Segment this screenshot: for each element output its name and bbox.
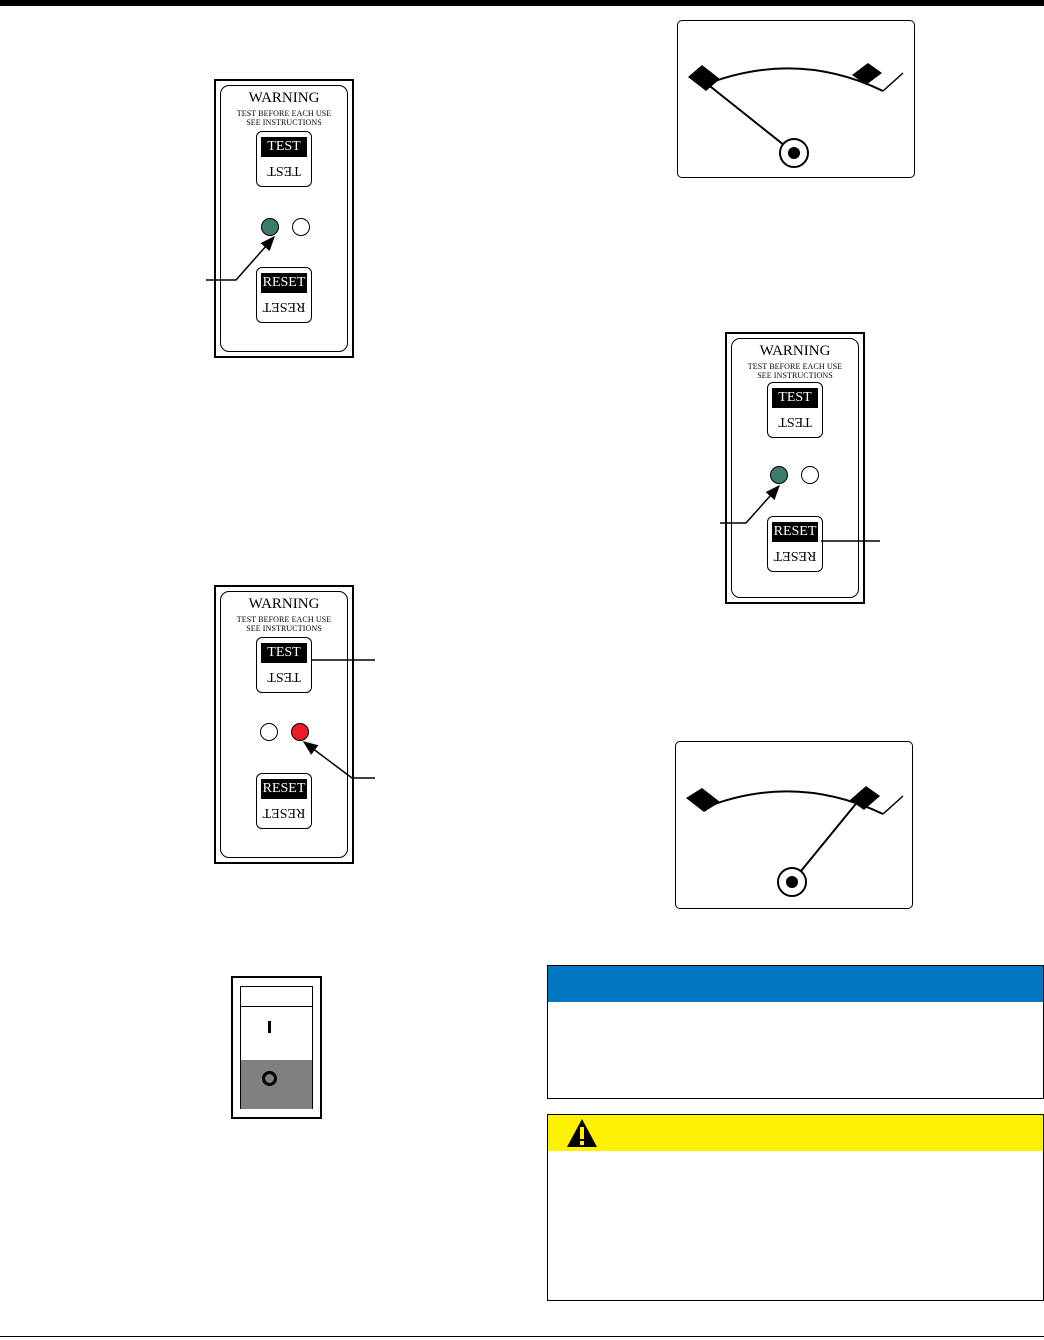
top-rule <box>0 0 1044 6</box>
notice-header-bar <box>548 966 1043 1002</box>
switch-body <box>240 986 313 1109</box>
reset-button[interactable]: RESET RESET <box>256 267 312 323</box>
on-symbol <box>268 1021 271 1033</box>
high-end-marker <box>850 786 880 810</box>
reset-button[interactable]: RESET RESET <box>767 516 823 572</box>
meter-gauge-high <box>675 741 913 909</box>
warning-triangle-icon <box>567 1119 597 1147</box>
warning-title: WARNING <box>759 343 831 359</box>
high-end-marker <box>852 63 882 85</box>
panel-border <box>220 85 348 352</box>
test-button[interactable]: TEST TEST <box>256 131 312 187</box>
low-end-marker <box>688 65 720 91</box>
gauge-needle <box>705 82 795 154</box>
switch-on-side[interactable] <box>241 1007 312 1060</box>
meter-gauge-low <box>677 20 915 178</box>
low-end-marker <box>686 788 720 812</box>
test-label: TEST <box>261 643 307 663</box>
needle-pivot <box>788 147 800 159</box>
red-led-off <box>801 466 819 484</box>
reset-label: RESET <box>261 779 307 799</box>
gfci-panel-green-right: WARNING TEST BEFORE EACH USE SEE INSTRUC… <box>725 332 865 604</box>
warning-line-2: SEE INSTRUCTIONS <box>246 118 322 127</box>
notice-box <box>547 965 1044 1099</box>
callout-red-led <box>302 741 375 779</box>
reset-button[interactable]: RESET RESET <box>256 773 312 829</box>
gauge-needle <box>791 799 860 883</box>
green-led-off <box>260 723 278 741</box>
bottom-rule <box>0 1336 1044 1337</box>
test-button[interactable]: TEST TEST <box>256 637 312 693</box>
off-symbol <box>262 1071 277 1086</box>
switch-top-strip <box>241 987 312 1007</box>
gauge-dial <box>688 63 904 168</box>
red-led-off <box>292 218 310 236</box>
test-button[interactable]: TEST TEST <box>767 382 823 438</box>
red-led <box>291 723 309 741</box>
warning-title: WARNING <box>248 90 320 106</box>
caution-header-bar <box>548 1115 1043 1151</box>
callout-green-led-right <box>720 484 780 524</box>
rocker-switch[interactable] <box>231 976 322 1119</box>
warning-line-1: TEST BEFORE EACH USE <box>236 615 332 624</box>
gfci-panel-green-left: WARNING TEST BEFORE EACH USE SEE INSTRUC… <box>214 79 354 358</box>
needle-pivot <box>786 876 798 888</box>
caution-box <box>547 1114 1044 1301</box>
gauge-dial <box>686 786 904 897</box>
green-led <box>261 218 279 236</box>
switch-off-side[interactable] <box>241 1060 312 1109</box>
warning-line-1: TEST BEFORE EACH USE <box>747 362 843 371</box>
panel-border <box>731 338 859 598</box>
warning-line-2: SEE INSTRUCTIONS <box>246 624 322 633</box>
gfci-panel-red: WARNING TEST BEFORE EACH USE SEE INSTRUC… <box>214 585 354 864</box>
warning-line-2: SEE INSTRUCTIONS <box>757 371 833 380</box>
warning-title: WARNING <box>248 596 320 612</box>
reset-label: RESET <box>772 522 818 542</box>
test-label: TEST <box>261 137 307 157</box>
panel-border <box>220 591 348 858</box>
green-led <box>770 466 788 484</box>
reset-label: RESET <box>261 273 307 293</box>
test-label: TEST <box>772 388 818 408</box>
callout-green-led <box>206 235 275 281</box>
warning-line-1: TEST BEFORE EACH USE <box>236 109 332 118</box>
